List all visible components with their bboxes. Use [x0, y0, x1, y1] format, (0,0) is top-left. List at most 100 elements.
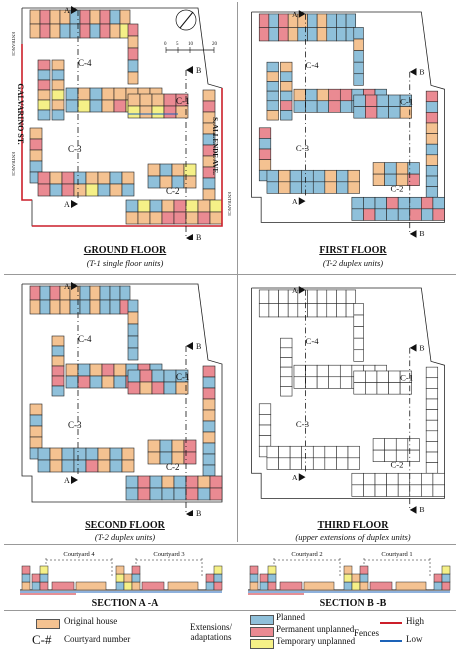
- legend-fence-low-line: [380, 640, 402, 642]
- housing-unit: [121, 171, 135, 185]
- scale-label: 5: [176, 42, 179, 47]
- section-unit: [359, 565, 369, 575]
- housing-block: [258, 289, 357, 304]
- housing-unit: [85, 183, 99, 197]
- housing-unit: [127, 35, 139, 49]
- housing-block: [125, 199, 223, 213]
- housing-unit: [51, 375, 65, 387]
- housing-unit: [353, 303, 364, 316]
- section-marker-b-arrow: [186, 510, 193, 516]
- housing-unit: [425, 133, 439, 145]
- housing-unit: [127, 59, 139, 73]
- housing-block: [125, 487, 223, 501]
- housing-unit: [127, 335, 139, 349]
- housing-block: [37, 447, 135, 461]
- entrance-label: ENTRANCE: [11, 152, 16, 176]
- housing-unit: [37, 99, 51, 111]
- legend-original-house: Original house: [64, 616, 118, 626]
- housing-unit: [372, 173, 385, 186]
- housing-unit: [113, 99, 127, 113]
- housing-unit: [339, 376, 353, 389]
- housing-unit: [37, 69, 51, 81]
- housing-unit: [37, 459, 51, 473]
- housing-unit: [268, 27, 279, 42]
- housing-unit: [51, 385, 65, 397]
- housing-unit: [51, 109, 65, 121]
- entrance-label: ENTRANCE: [11, 32, 16, 56]
- housing-unit: [61, 447, 75, 461]
- housing-unit: [79, 9, 91, 25]
- housing-unit: [65, 87, 79, 101]
- housing-block: [372, 438, 420, 451]
- housing-unit: [425, 377, 439, 389]
- housing-unit: [351, 484, 364, 497]
- housing-unit: [425, 441, 439, 453]
- housing-unit: [347, 181, 360, 194]
- housing-block: [125, 211, 223, 225]
- housing-unit: [137, 199, 151, 213]
- housing-block: [372, 162, 420, 175]
- housing-block: [266, 181, 360, 194]
- section-unit: [279, 581, 303, 591]
- legend-swatch-original: [36, 619, 60, 629]
- housing-block: [202, 365, 216, 488]
- housing-unit: [280, 337, 293, 349]
- housing-unit: [99, 285, 111, 301]
- housing-block: [29, 23, 131, 39]
- housing-unit: [161, 487, 175, 501]
- housing-unit: [202, 100, 216, 113]
- housing-block: [372, 449, 420, 462]
- section-unit: [259, 581, 269, 591]
- housing-block: [258, 127, 272, 182]
- housing-unit: [151, 105, 165, 119]
- housing-unit: [336, 289, 347, 304]
- housing-block: [29, 403, 43, 460]
- housing-unit: [328, 88, 341, 102]
- housing-block: [147, 439, 197, 453]
- housing-unit: [49, 459, 63, 473]
- housing-unit: [101, 87, 115, 101]
- housing-unit: [397, 208, 411, 221]
- housing-unit: [202, 453, 216, 466]
- scale-label: 0: [164, 42, 167, 47]
- section-unit: [167, 581, 199, 591]
- housing-unit: [127, 347, 139, 361]
- housing-unit: [29, 127, 43, 140]
- housing-unit: [316, 376, 329, 389]
- housing-unit: [351, 208, 364, 221]
- housing-unit: [202, 188, 216, 201]
- housing-unit: [51, 69, 65, 81]
- housing-unit: [425, 186, 439, 198]
- legend-swatch-temporary: [250, 639, 274, 649]
- section-unit: [343, 565, 353, 575]
- housing-block: [372, 173, 420, 186]
- housing-unit: [326, 13, 337, 28]
- housing-unit: [351, 472, 364, 486]
- housing-unit: [85, 459, 99, 473]
- section-unit: [31, 573, 41, 583]
- housing-block: [127, 23, 139, 85]
- housing-block: [37, 459, 135, 473]
- housing-block: [353, 382, 412, 395]
- housing-unit: [421, 208, 434, 221]
- housing-unit: [97, 447, 111, 461]
- housing-unit: [324, 445, 337, 459]
- housing-unit: [432, 208, 445, 221]
- housing-unit: [425, 112, 439, 124]
- housing-unit: [37, 79, 51, 91]
- housing-unit: [347, 169, 360, 183]
- housing-unit: [365, 106, 378, 119]
- housing-unit: [280, 110, 293, 121]
- section-marker-b: B: [196, 66, 201, 75]
- fence-high: [32, 88, 223, 227]
- housing-block: [147, 175, 197, 189]
- housing-unit: [183, 175, 197, 189]
- horizontal-divider-top: [4, 274, 456, 275]
- housing-block: [353, 27, 364, 86]
- housing-unit: [372, 438, 385, 451]
- housing-unit: [324, 181, 337, 194]
- housing-unit: [353, 349, 364, 362]
- housing-unit: [151, 381, 165, 395]
